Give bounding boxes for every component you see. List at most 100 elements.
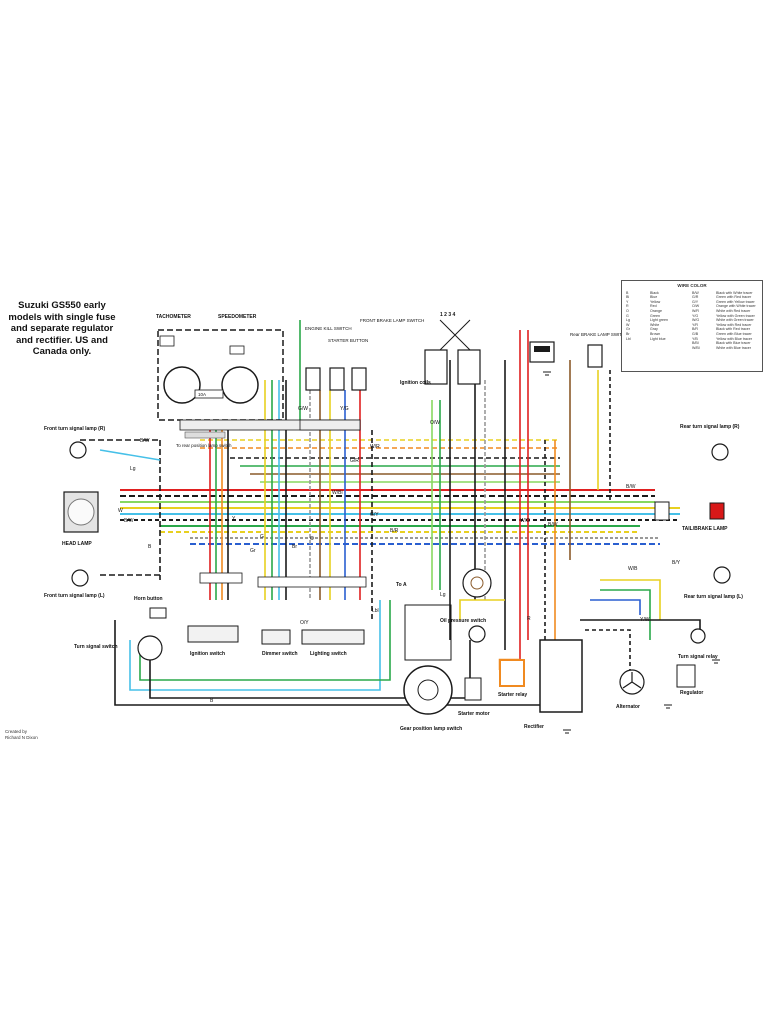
wire-color-name: White with Blue tracer bbox=[716, 345, 751, 350]
wire-code: B bbox=[626, 290, 629, 295]
battery bbox=[529, 341, 555, 363]
wire-code-label: W/G bbox=[520, 518, 530, 524]
starter-motor bbox=[464, 677, 482, 701]
wire-color-name: Green with Yellow tracer bbox=[716, 299, 755, 304]
wire-code-label: W bbox=[118, 508, 123, 514]
dimmer-switch-label: Dimmer switch bbox=[262, 651, 298, 657]
wire-color-name: Black with Red tracer bbox=[716, 327, 750, 332]
wire-code: Y/G bbox=[692, 313, 699, 318]
wire-code: Bl bbox=[626, 295, 630, 300]
wire-code-label: Lbl bbox=[372, 608, 379, 614]
wire-color-name: Yellow with Red tracer bbox=[716, 322, 752, 327]
wire-color-name: Gray bbox=[650, 327, 658, 332]
ground-symbols bbox=[543, 371, 720, 734]
wire-code-label: G/Y bbox=[370, 512, 379, 518]
wire-color-name: Yellow with Blue tracer bbox=[716, 336, 753, 341]
to-rear-position-label: To rear position lamp switch bbox=[176, 443, 232, 448]
wire-color-row: G/R Green with Red tracer bbox=[692, 295, 758, 300]
wire-code-label: B/Y bbox=[672, 560, 681, 566]
wire-code: W bbox=[626, 322, 630, 327]
wire-color-name: Green with Red tracer bbox=[716, 295, 752, 300]
wire-code-label: W/Bl bbox=[332, 490, 343, 496]
wire-code-label: Br bbox=[292, 544, 297, 550]
wire-color-name: Orange bbox=[650, 308, 662, 313]
rear-turn-lamp-r bbox=[711, 443, 729, 461]
wire-code: O/W bbox=[692, 304, 700, 309]
turn-signal-relay bbox=[690, 628, 706, 644]
wire-code-label: Lg bbox=[440, 592, 446, 598]
wire-code: Y bbox=[626, 299, 629, 304]
wire-color-row: Br Brown bbox=[626, 332, 692, 337]
wire-code-label: O/Y bbox=[300, 620, 309, 626]
front-turn-lamp-l bbox=[71, 569, 89, 587]
wire-code: Y/R bbox=[692, 322, 698, 327]
wire-code: O bbox=[626, 308, 629, 313]
wire-code: Lg bbox=[626, 318, 630, 323]
wire-color-row: B/W Black with White tracer bbox=[692, 291, 758, 296]
wire-code-label: W/R bbox=[370, 444, 380, 450]
wire-color-row: O Orange bbox=[626, 309, 692, 314]
wire-code-label: G bbox=[260, 534, 264, 540]
wire-color-name: Light green bbox=[650, 318, 668, 323]
credit-line: Created by bbox=[5, 729, 28, 734]
rear-brake-switch bbox=[587, 344, 603, 368]
tachometer-gauge bbox=[163, 366, 201, 404]
wire-code: G bbox=[626, 313, 629, 318]
lighting-switch bbox=[301, 629, 365, 645]
ignition-coils-label: Ignition coils bbox=[400, 380, 431, 386]
gear-position-switch bbox=[403, 604, 453, 715]
wire-code: Br bbox=[626, 331, 630, 336]
ignition-switch bbox=[187, 625, 239, 643]
turn-signal-switch bbox=[137, 635, 163, 661]
rear-turn-r-label: Rear turn signal lamp (R) bbox=[680, 424, 740, 430]
wire-code-label: Lg bbox=[130, 466, 136, 472]
head-lamp bbox=[63, 491, 99, 533]
rectifier bbox=[539, 639, 583, 713]
wire-color-name: Light blue bbox=[650, 336, 666, 341]
tachometer-label: TACHOMETER bbox=[156, 314, 191, 320]
wire-color-name: Black with Blue tracer bbox=[716, 341, 751, 346]
dimmer-switch bbox=[261, 629, 291, 645]
alternator-label: Alternator bbox=[616, 704, 640, 710]
wire-color-name: Brown bbox=[650, 331, 661, 336]
credit-line: Richard N Dixon bbox=[5, 734, 38, 740]
oil-pressure-switch-label: Oil pressure switch bbox=[440, 618, 486, 624]
credit: Created by Richard N Dixon bbox=[5, 729, 45, 740]
wire-code: B/W bbox=[692, 290, 699, 295]
ignition-switch-label: Ignition switch bbox=[190, 651, 225, 657]
wire-code: Lbl bbox=[626, 336, 631, 341]
wire-color-name: Black with White tracer bbox=[716, 290, 753, 295]
wire-code-label: W/B bbox=[628, 566, 638, 572]
wire-code-label: O bbox=[310, 536, 314, 542]
wire-code: W/Bl bbox=[692, 345, 700, 350]
wire-color-table-title: WIRE COLOR bbox=[677, 283, 707, 288]
wire-code-label: B/W bbox=[124, 518, 134, 524]
diagram-title: Suzuki GS550 early models with single fu… bbox=[8, 300, 116, 357]
wire-code-label: B/W bbox=[548, 522, 558, 528]
wire-color-name: White with Red tracer bbox=[716, 308, 751, 313]
front-turn-lamp-r bbox=[69, 441, 87, 459]
wire-code-label: Y/W bbox=[640, 617, 650, 623]
wire-code: G/R bbox=[692, 295, 699, 300]
rear-turn-lamp-l bbox=[713, 566, 731, 584]
wire-code-label: G/W bbox=[298, 406, 308, 412]
wire-color-name: Green bbox=[650, 313, 660, 318]
wire-color-row: Y/R Yellow with Red tracer bbox=[692, 323, 758, 328]
engine-kill-switch-label: ENGINE KILL SWITCH bbox=[305, 326, 352, 331]
wire-code-label: B/R bbox=[390, 528, 399, 534]
wire-color-row: Lg Light green bbox=[626, 318, 692, 323]
switch-cluster bbox=[299, 367, 367, 431]
horn-button-label: Horn button bbox=[134, 596, 163, 602]
